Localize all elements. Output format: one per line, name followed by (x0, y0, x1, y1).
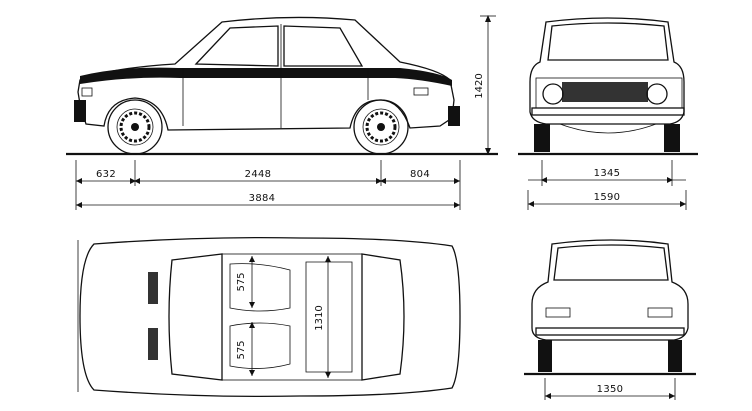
top-left-vent (148, 272, 158, 304)
front-right-headlamp (646, 83, 668, 105)
front-grille (562, 82, 648, 102)
front-overhang-label: 632 (96, 169, 116, 180)
rear-seat-width-label: 575 (236, 340, 247, 359)
rear-width-dimensions: 1350 (544, 378, 676, 400)
side-front-wheel (107, 99, 163, 155)
top-windshield (168, 253, 223, 381)
wheelbase-label: 2448 (245, 169, 272, 180)
length-dimensions: 632 2448 804 3884 (75, 160, 461, 210)
side-rear-wheel (353, 99, 409, 155)
rear-right-tyre (668, 340, 682, 372)
side-stripe (80, 67, 452, 86)
rear-right-lamp (647, 307, 673, 318)
top-front-seat-right (229, 322, 291, 369)
top-rear-bench (305, 261, 353, 373)
interior-dimensions: 575 575 1310 (236, 256, 331, 378)
front-bumper (531, 107, 685, 116)
overall-length-label: 3884 (249, 193, 276, 204)
side-head-lamp (81, 87, 93, 97)
top-body-outline (79, 236, 461, 398)
side-tail-lamp (413, 87, 429, 96)
front-right-tyre (664, 124, 680, 152)
front-track-label: 1345 (594, 168, 621, 179)
rear-left-lamp (545, 307, 571, 318)
rear-view (524, 239, 696, 376)
side-rear-bumper (448, 106, 460, 126)
side-body-outline (77, 16, 455, 131)
rear-track-label: 1350 (597, 384, 624, 395)
front-windshield (547, 22, 669, 61)
front-view (518, 17, 698, 156)
rear-bumper (535, 327, 685, 336)
side-front-bumper (74, 100, 86, 122)
side-front-handle (262, 72, 274, 75)
top-front-seat-left (229, 263, 291, 312)
front-width-dimensions: 1345 1590 (527, 160, 687, 210)
rear-overhang-label: 804 (410, 169, 430, 180)
top-rear-window (361, 253, 405, 381)
front-undercarriage (559, 123, 657, 134)
rear-left-tyre (538, 340, 552, 372)
front-seat-width-label: 575 (236, 272, 247, 291)
front-left-tyre (534, 124, 550, 152)
side-front-window (194, 25, 279, 67)
interior-width-label: 1310 (314, 305, 325, 330)
top-view (77, 236, 461, 398)
height-label: 1420 (474, 73, 485, 98)
front-left-headlamp (542, 83, 564, 105)
top-right-vent (148, 328, 158, 360)
overall-width-label: 1590 (594, 192, 621, 203)
side-rear-window (283, 25, 364, 67)
rear-window (553, 244, 669, 281)
height-dimension: 1420 (474, 15, 496, 155)
side-rear-handle (350, 72, 362, 75)
rear-body-outline (531, 239, 689, 341)
side-view (66, 16, 498, 156)
